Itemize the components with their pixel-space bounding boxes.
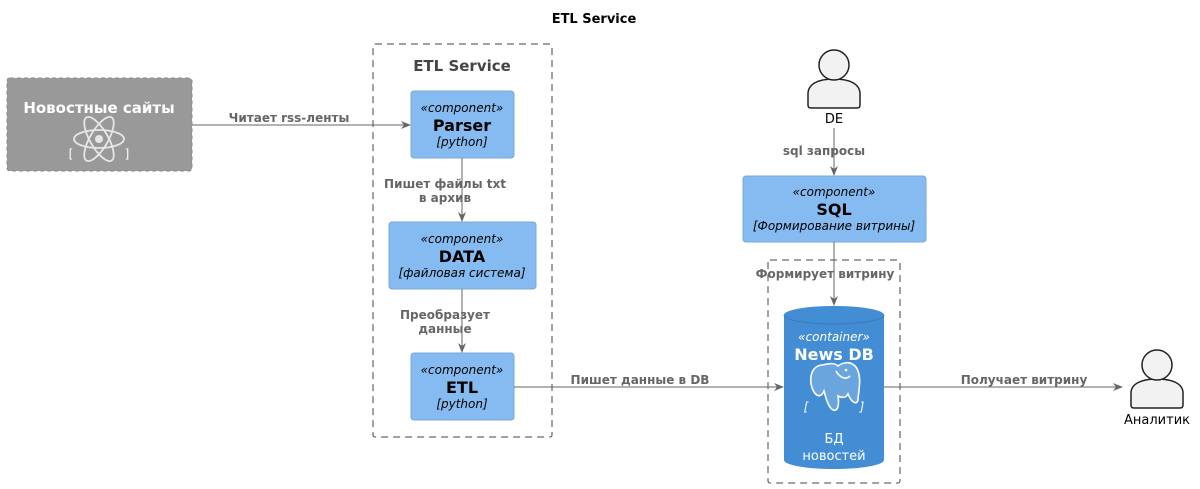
parser-tech: [python]: [436, 135, 488, 149]
data-tech: [файловая система]: [398, 266, 525, 280]
data-stereotype: «component»: [421, 232, 504, 246]
relation-transforms: Преобразует данные: [400, 289, 490, 353]
relation-gets-vitrina-label: Получает витрину: [961, 373, 1088, 387]
relation-writes-files-label-1: Пишет файлы txt: [384, 177, 506, 191]
etl-tech: [python]: [436, 397, 488, 411]
etl-name: ETL: [446, 378, 478, 397]
person-analyst-icon: [1130, 349, 1184, 409]
diagram-title: ETL Service: [552, 12, 637, 27]
relation-writes-db: Пишет данные в DB: [514, 373, 784, 391]
person-de-icon: [807, 49, 861, 109]
sql-stereotype: «component»: [793, 185, 876, 199]
relation-transforms-label-2: данные: [418, 322, 471, 336]
sql-name: SQL: [816, 200, 851, 219]
parser-name: Parser: [433, 116, 491, 135]
external-system-title: Новостные сайты: [23, 99, 174, 117]
external-system-tech-close: ]: [125, 147, 130, 161]
data-name: DATA: [439, 247, 486, 266]
news-db-stereotype: «container»: [798, 330, 870, 344]
sql-tech: [Формирование витрины]: [753, 219, 916, 233]
etl-stereotype: «component»: [421, 363, 504, 377]
relation-gets-vitrina: Получает витрину: [884, 373, 1123, 391]
relation-writes-files-label-2: в архив: [419, 191, 472, 205]
component-data[interactable]: «component» DATA [файловая система]: [388, 221, 537, 290]
react-atom-icon: [73, 115, 125, 163]
etl-boundary-label: ETL Service: [413, 57, 511, 75]
postgresql-elephant-icon: [809, 361, 861, 412]
vitrina-boundary-label: Формирует витрину: [756, 267, 895, 281]
component-sql[interactable]: «component» SQL [Формирование витрины]: [742, 175, 927, 243]
external-system-tech-open: [: [69, 147, 74, 161]
news-db-description-line1: БД: [824, 432, 843, 447]
component-etl[interactable]: «component» ETL [python]: [410, 352, 515, 421]
parser-stereotype: «component»: [421, 101, 504, 115]
news-db-description-line2: новостей: [802, 449, 865, 464]
container-news-db[interactable]: «container» News DB [ ] БД новостей: [783, 306, 885, 469]
external-system-news-sites[interactable]: Новостные сайты [ ]: [6, 77, 193, 172]
person-de[interactable]: DE: [807, 49, 861, 127]
relation-writes-files: Пишет файлы txt в архив: [384, 158, 506, 222]
news-db-tech-close: ]: [859, 400, 865, 414]
relation-writes-db-label: Пишет данные в DB: [571, 373, 710, 387]
news-db-tech-open: [: [804, 400, 810, 414]
etl-boundary: ETL Service: [372, 43, 553, 438]
relation-reads-rss: Читает rss-ленты: [192, 111, 411, 129]
relation-reads-rss-label: Читает rss-ленты: [229, 111, 350, 125]
person-analyst[interactable]: Аналитик: [1124, 349, 1190, 428]
news-db-name: News DB: [794, 345, 874, 364]
person-analyst-label: Аналитик: [1124, 413, 1190, 428]
relation-sql-queries-label: sql запросы: [783, 144, 865, 158]
relation-sql-queries: sql запросы: [783, 128, 865, 176]
person-de-label: DE: [825, 112, 843, 127]
relation-transforms-label-1: Преобразует: [400, 308, 490, 322]
component-parser[interactable]: «component» Parser [python]: [410, 90, 515, 159]
